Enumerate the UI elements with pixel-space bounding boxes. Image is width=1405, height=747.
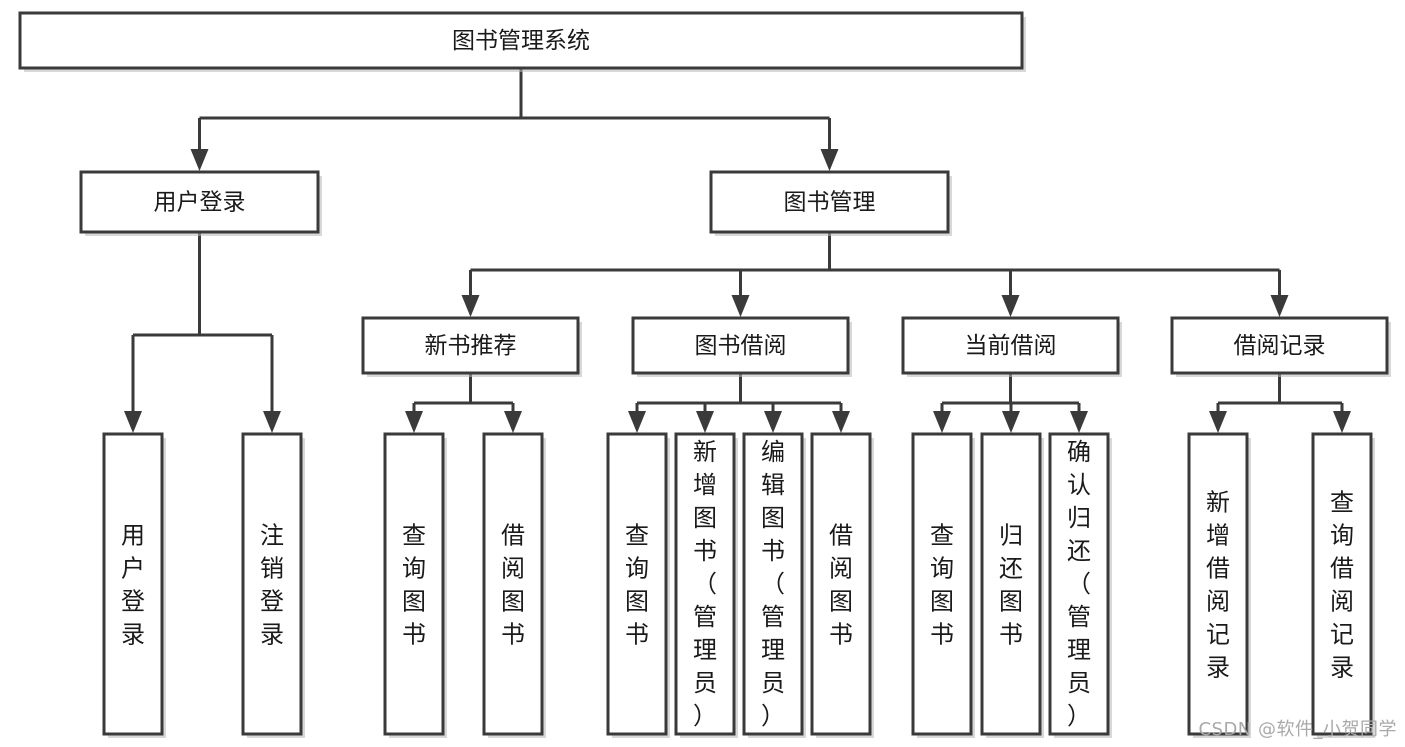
node-label: 图书管理 — [784, 190, 876, 216]
node-current-borrow[interactable]: 当前借阅 — [901, 316, 1122, 377]
node-leaf-query-record[interactable]: 查询借阅记录 — [1311, 432, 1375, 738]
node-label: 注销登录 — [260, 522, 284, 649]
node-leaf-logout-login[interactable]: 注销登录 — [241, 432, 305, 738]
node-label: 查询借阅记录 — [1330, 489, 1354, 682]
node-label: 新增借阅记录 — [1206, 489, 1230, 682]
node-label: 查询图书 — [930, 522, 954, 649]
node-rect[interactable] — [980, 432, 1042, 736]
node-label: 查询图书 — [402, 522, 426, 649]
node-leaf-confirm-return[interactable]: 确认归还（管理员） — [1048, 432, 1112, 738]
node-leaf-borrow-book-2[interactable]: 借阅图书 — [810, 432, 874, 738]
node-rect[interactable] — [482, 432, 544, 736]
node-root[interactable]: 图书管理系统 — [18, 11, 1026, 72]
node-label: 用户登录 — [154, 190, 246, 216]
node-rect[interactable] — [1170, 316, 1389, 375]
node-rect[interactable] — [79, 170, 320, 234]
node-rect[interactable] — [18, 11, 1024, 70]
node-label: 用户登录 — [121, 522, 145, 649]
node-label: 新增图书（管理员） — [693, 438, 717, 730]
node-label: 借阅图书 — [501, 522, 525, 649]
node-leaf-add-record[interactable]: 新增借阅记录 — [1187, 432, 1251, 738]
node-rect[interactable] — [901, 316, 1120, 375]
node-book-management[interactable]: 图书管理 — [709, 170, 952, 236]
node-label: 查询图书 — [625, 522, 649, 649]
node-borrow-record[interactable]: 借阅记录 — [1170, 316, 1391, 377]
node-label: 图书借阅 — [695, 333, 787, 359]
node-leaf-query-book-1[interactable]: 查询图书 — [383, 432, 447, 738]
node-leaf-return-book[interactable]: 归还图书 — [980, 432, 1044, 738]
node-label: 借阅记录 — [1234, 333, 1326, 359]
node-rect[interactable] — [1048, 432, 1110, 736]
node-rect[interactable] — [742, 432, 804, 736]
node-rect[interactable] — [709, 170, 950, 234]
node-label: 借阅图书 — [829, 522, 853, 649]
node-rect[interactable] — [606, 432, 668, 736]
node-label: 编辑图书（管理员） — [761, 438, 785, 730]
node-label: 当前借阅 — [965, 333, 1057, 359]
node-rect[interactable] — [1311, 432, 1373, 736]
node-rect[interactable] — [102, 432, 164, 736]
node-leaf-borrow-book-1[interactable]: 借阅图书 — [482, 432, 546, 738]
node-rect[interactable] — [383, 432, 445, 736]
node-rect[interactable] — [1187, 432, 1249, 736]
node-leaf-user-login[interactable]: 用户登录 — [102, 432, 166, 738]
node-rect[interactable] — [361, 316, 580, 375]
node-leaf-edit-book[interactable]: 编辑图书（管理员） — [742, 432, 806, 738]
node-label: 图书管理系统 — [452, 28, 590, 54]
node-rect[interactable] — [674, 432, 736, 736]
node-rect[interactable] — [241, 432, 303, 736]
node-label: 新书推荐 — [425, 333, 517, 359]
node-leaf-query-book-2[interactable]: 查询图书 — [606, 432, 670, 738]
node-rect[interactable] — [631, 316, 850, 375]
node-rect[interactable] — [810, 432, 872, 736]
node-leaf-query-book-3[interactable]: 查询图书 — [911, 432, 975, 738]
node-leaf-add-book[interactable]: 新增图书（管理员） — [674, 432, 738, 738]
node-book-borrow[interactable]: 图书借阅 — [631, 316, 852, 377]
node-rect[interactable] — [911, 432, 973, 736]
node-user-login[interactable]: 用户登录 — [79, 170, 322, 236]
node-new-book-recommend[interactable]: 新书推荐 — [361, 316, 582, 377]
csdn-watermark: CSDN @软件_小贺同学 — [1198, 719, 1397, 740]
node-label: 确认归还（管理员） — [1067, 438, 1091, 730]
node-label: 归还图书 — [999, 522, 1023, 649]
